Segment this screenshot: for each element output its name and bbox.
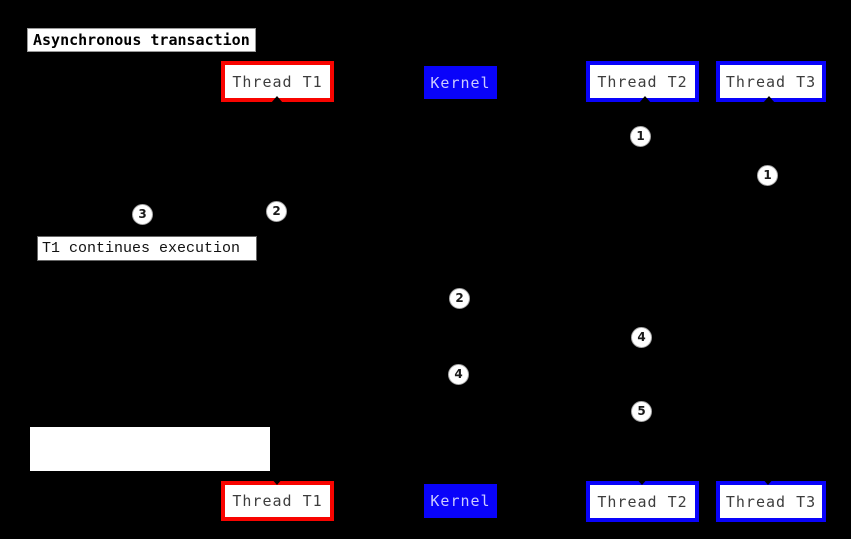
arrowhead-icon (639, 96, 651, 103)
arrowhead-icon (271, 96, 283, 103)
participant-thread-t1-bottom: Thread T1 (221, 481, 334, 521)
sequence-marker-1b: 1 (757, 165, 778, 186)
participant-label: Thread T2 (597, 492, 688, 511)
sequence-marker-2: 2 (266, 201, 287, 222)
sequence-marker-5: 5 (631, 401, 652, 422)
participant-label: Thread T3 (725, 492, 817, 511)
arrowhead-icon (762, 478, 774, 485)
sequence-marker-4: 4 (631, 327, 652, 348)
participant-label: Thread T2 (597, 72, 688, 91)
participant-label: Kernel (430, 73, 491, 92)
participant-label: Kernel (430, 492, 491, 510)
participant-label: Thread T1 (232, 72, 323, 91)
arrowhead-icon (271, 478, 283, 485)
diagram-title: Asynchronous transaction (27, 28, 256, 52)
arrowhead-icon (636, 478, 648, 485)
participant-kernel-bottom: Kernel (424, 484, 497, 518)
participant-thread-t3-top: Thread T3 (716, 61, 826, 102)
participant-thread-t2-bottom: Thread T2 (586, 481, 699, 522)
arrowhead-icon (763, 96, 775, 103)
note-t1-continues: T1 continues execution (37, 236, 257, 261)
sequence-marker-1: 1 (630, 126, 651, 147)
participant-thread-t3-bottom: Thread T3 (716, 481, 826, 522)
participant-label: Thread T1 (232, 492, 323, 510)
sequence-marker-2b: 2 (449, 288, 470, 309)
participant-label: Thread T3 (725, 72, 817, 91)
participant-kernel-top: Kernel (424, 66, 497, 99)
sequence-marker-3: 3 (132, 204, 153, 225)
blank-note-box (30, 427, 270, 471)
sequence-marker-4b: 4 (448, 364, 469, 385)
